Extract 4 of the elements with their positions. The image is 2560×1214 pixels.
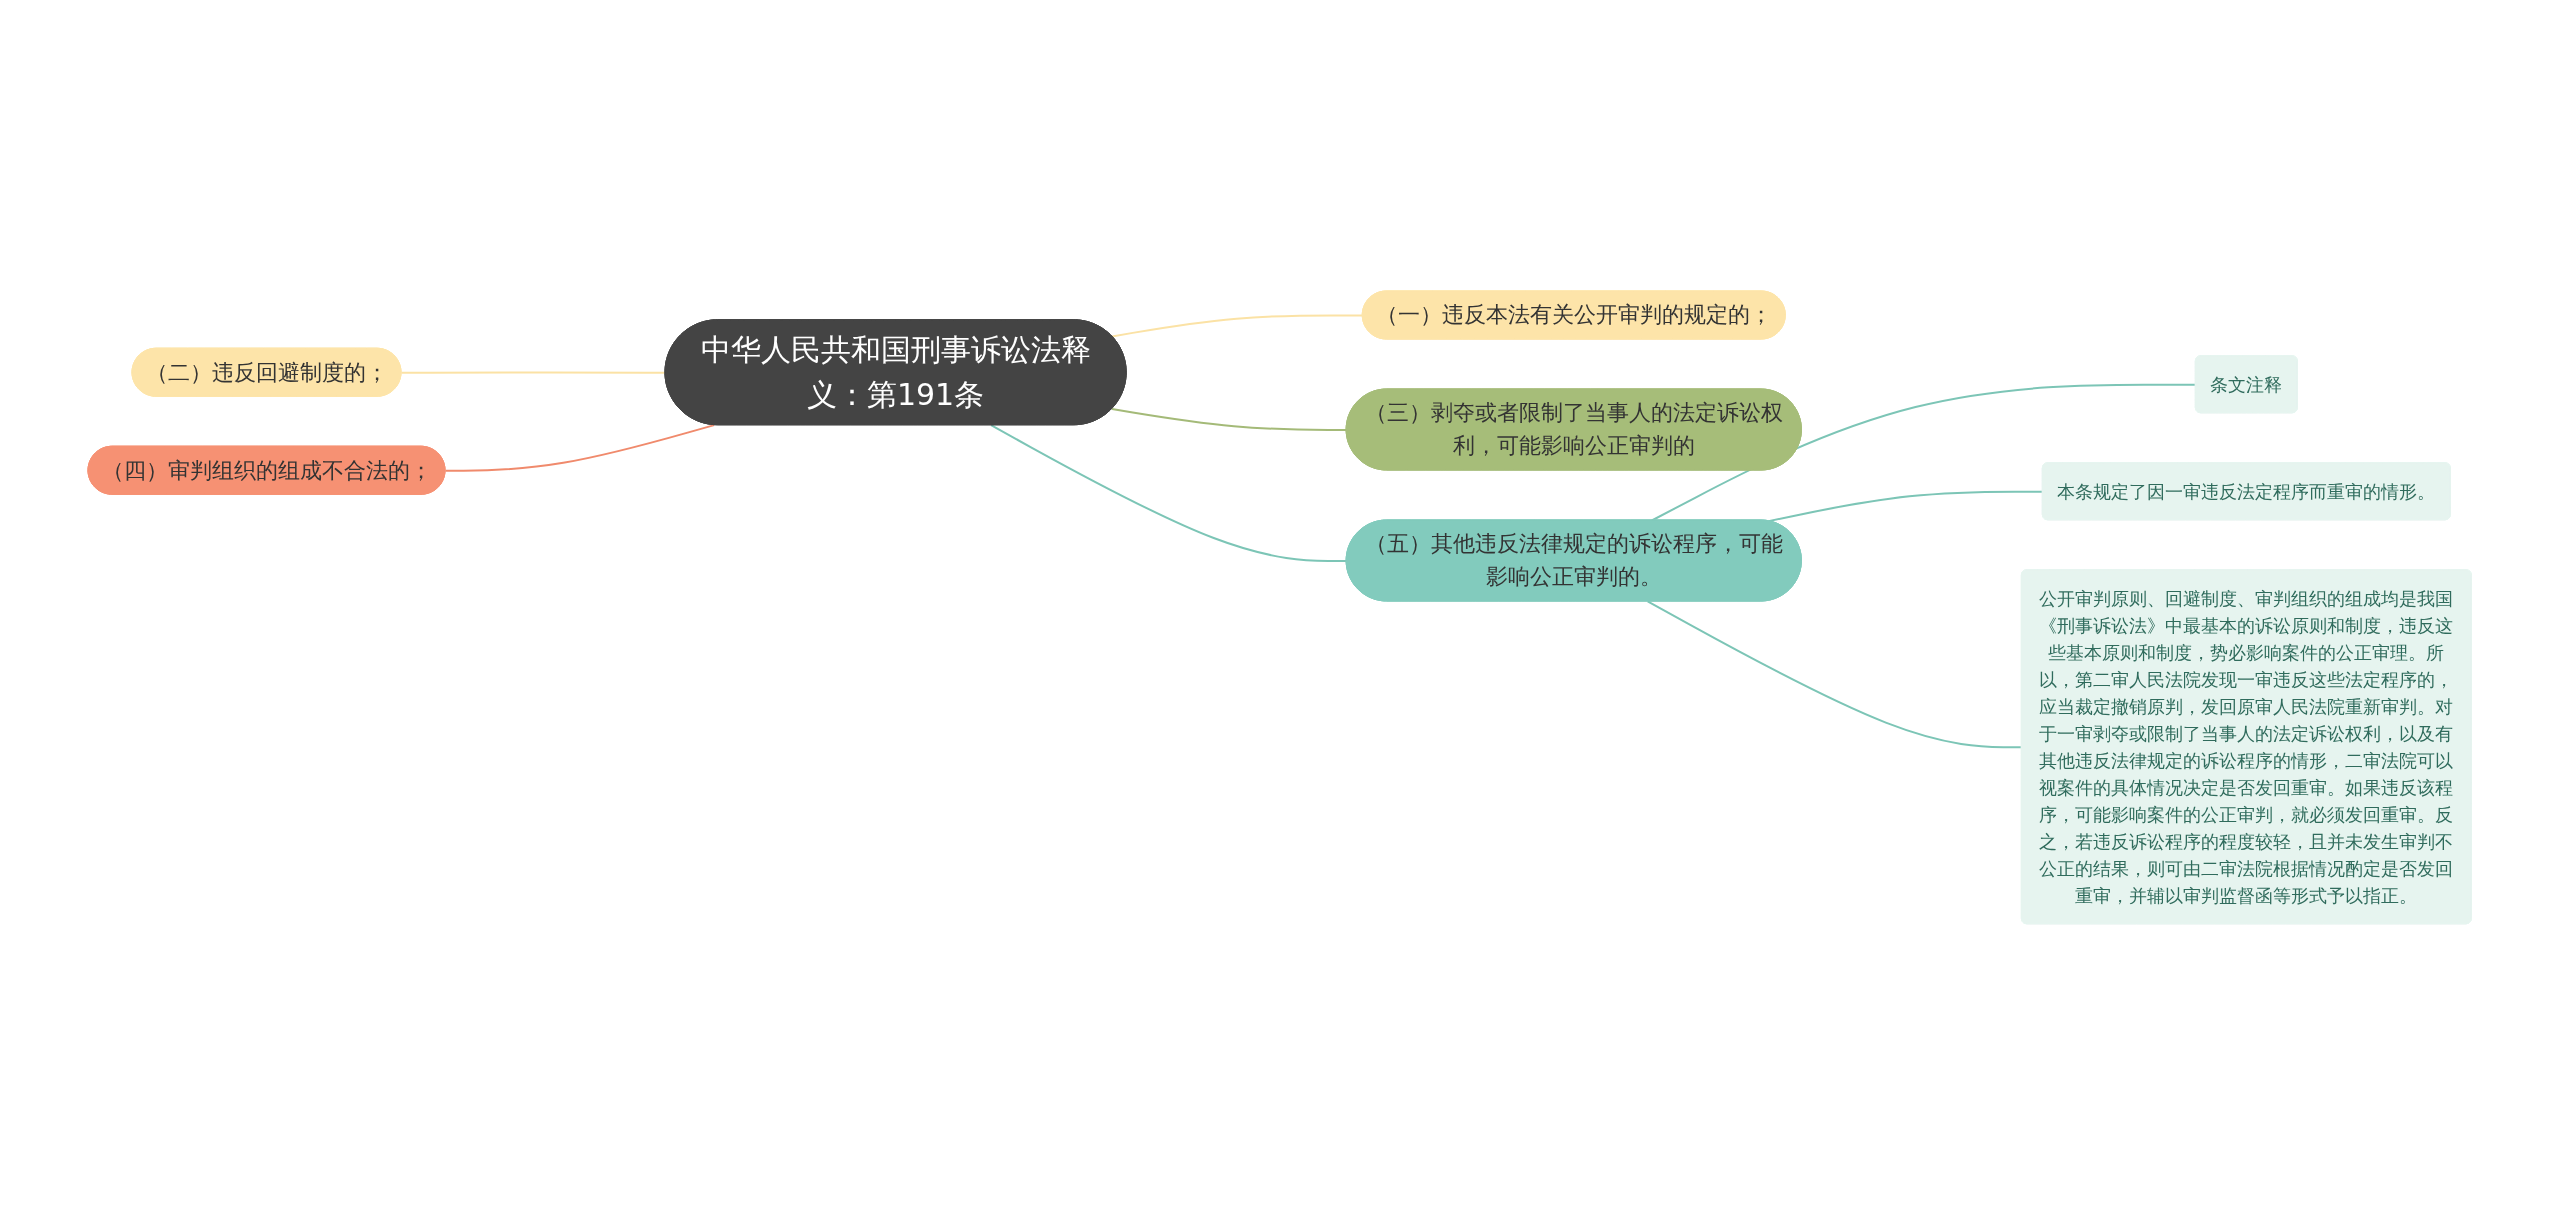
connector (990, 423, 1348, 562)
connector (444, 423, 716, 472)
connector (1111, 407, 1348, 431)
connector (400, 371, 667, 374)
